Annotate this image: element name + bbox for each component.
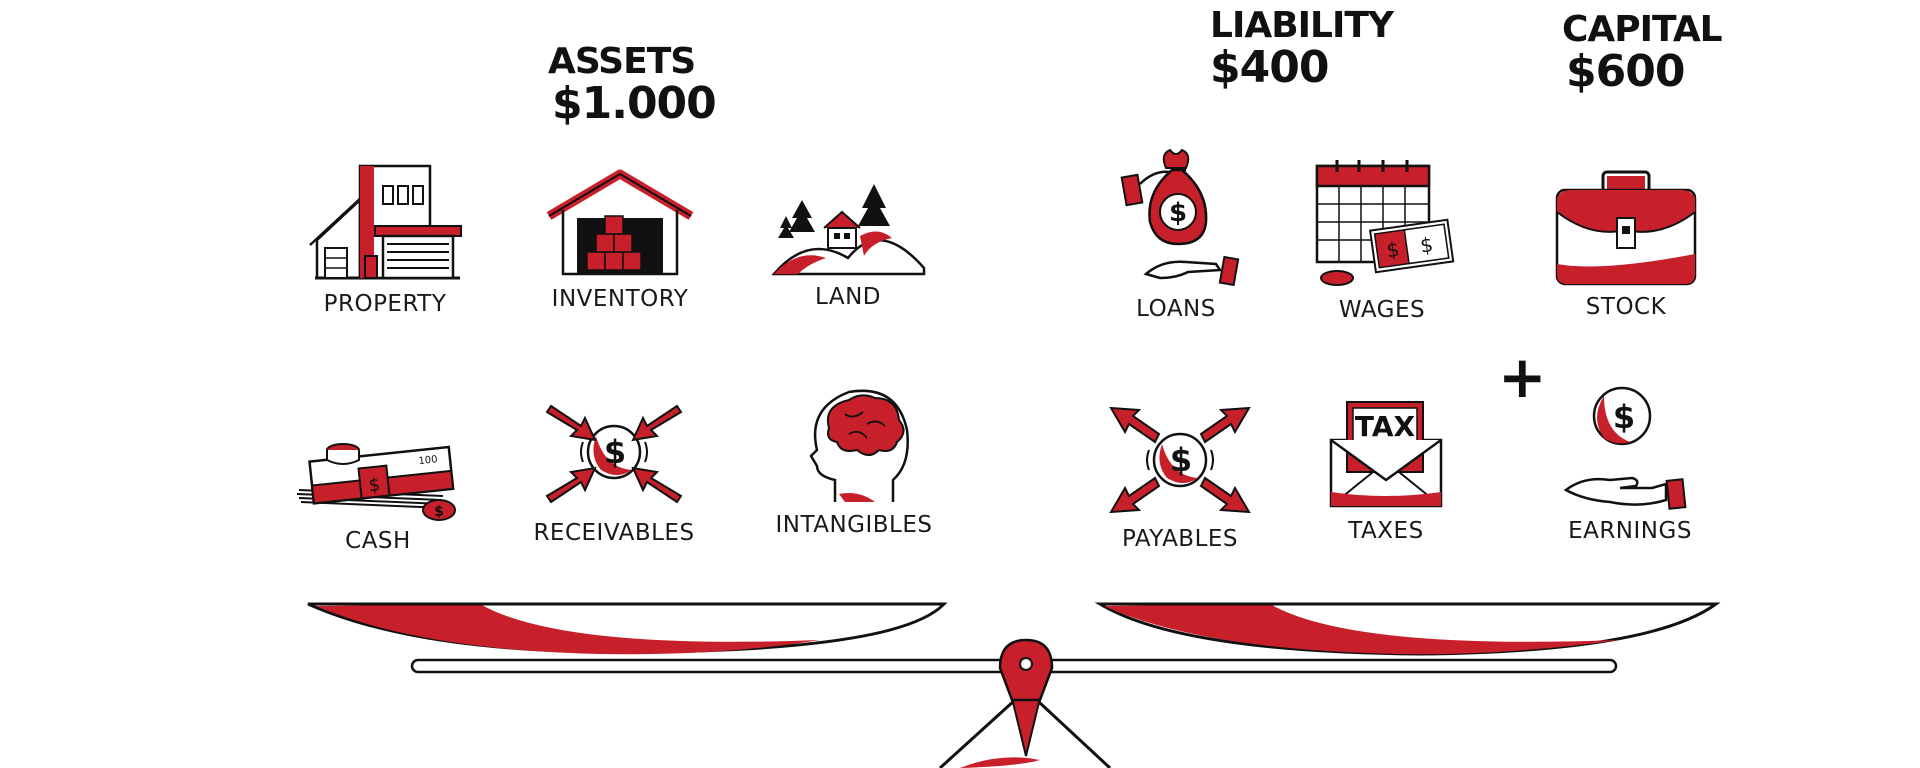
assets-heading: ASSETS $1.000 — [548, 41, 717, 129]
briefcase-icon — [1555, 170, 1697, 286]
earnings-item: $ EARNINGS — [1540, 384, 1720, 544]
taxes-label: TAXES — [1348, 518, 1424, 544]
head-brain-icon — [809, 389, 909, 502]
svg-text:$: $ — [1613, 398, 1635, 436]
hills-house-icon — [771, 184, 926, 276]
svg-text:$: $ — [1419, 232, 1435, 258]
stock-item: STOCK — [1536, 168, 1716, 320]
plus-operator: + — [1498, 343, 1547, 411]
dollar-arrows-in-icon: $ — [545, 404, 683, 504]
wages-label: WAGES — [1338, 297, 1426, 323]
capital-title: CAPITAL — [1562, 9, 1723, 50]
calendar-cash-icon: $ $ — [1315, 160, 1455, 286]
liability-amount: $400 — [1210, 42, 1329, 93]
payables-item: $ PAYABLES — [1090, 402, 1270, 552]
money-bag-hands-icon: $ — [1120, 148, 1240, 287]
cash-item: $ 100 $ CASH — [288, 432, 468, 554]
dollar-arrows-out-icon: $ — [1109, 406, 1251, 514]
svg-text:$: $ — [368, 474, 382, 496]
building-icon — [309, 164, 462, 280]
payables-label: PAYABLES — [1121, 526, 1239, 552]
inventory-item: INVENTORY — [530, 168, 710, 312]
property-label: PROPERTY — [323, 291, 447, 317]
stock-label: STOCK — [1585, 294, 1667, 320]
svg-text:$: $ — [1385, 237, 1401, 263]
taxes-item: TAX TAXES — [1296, 396, 1476, 544]
svg-text:TAX: TAX — [1355, 410, 1416, 443]
svg-text:$: $ — [1169, 198, 1187, 228]
loans-item: $ LOANS — [1086, 140, 1266, 322]
tax-envelope-icon: TAX — [1329, 401, 1443, 508]
earnings-label: EARNINGS — [1568, 518, 1692, 544]
intangibles-item: INTANGIBLES — [764, 384, 944, 538]
liability-heading: LIABILITY $400 — [1210, 5, 1394, 93]
svg-text:$: $ — [434, 504, 444, 520]
receivables-label: RECEIVABLES — [533, 520, 695, 546]
wages-item: $ $ WAGES — [1292, 156, 1472, 323]
banknotes-icon: $ 100 $ — [296, 443, 456, 521]
receivables-item: $ RECEIVABLES — [524, 396, 704, 546]
cash-label: CASH — [345, 528, 411, 554]
assets-title: ASSETS — [548, 41, 696, 82]
coin-hand-icon: $ — [1563, 386, 1687, 510]
warehouse-icon — [546, 169, 694, 276]
inventory-label: INVENTORY — [551, 286, 689, 312]
loans-label: LOANS — [1136, 296, 1216, 322]
liability-title: LIABILITY — [1210, 5, 1394, 46]
assets-amount: $1.000 — [552, 78, 717, 129]
svg-text:100: 100 — [418, 454, 438, 467]
svg-text:$: $ — [604, 433, 626, 471]
svg-text:$: $ — [1170, 441, 1192, 479]
intangibles-label: INTANGIBLES — [775, 512, 933, 538]
capital-amount: $600 — [1566, 46, 1685, 97]
land-label: LAND — [815, 284, 881, 310]
land-item: LAND — [758, 178, 938, 310]
capital-heading: CAPITAL $600 — [1562, 9, 1723, 97]
property-item: PROPERTY — [295, 160, 475, 317]
